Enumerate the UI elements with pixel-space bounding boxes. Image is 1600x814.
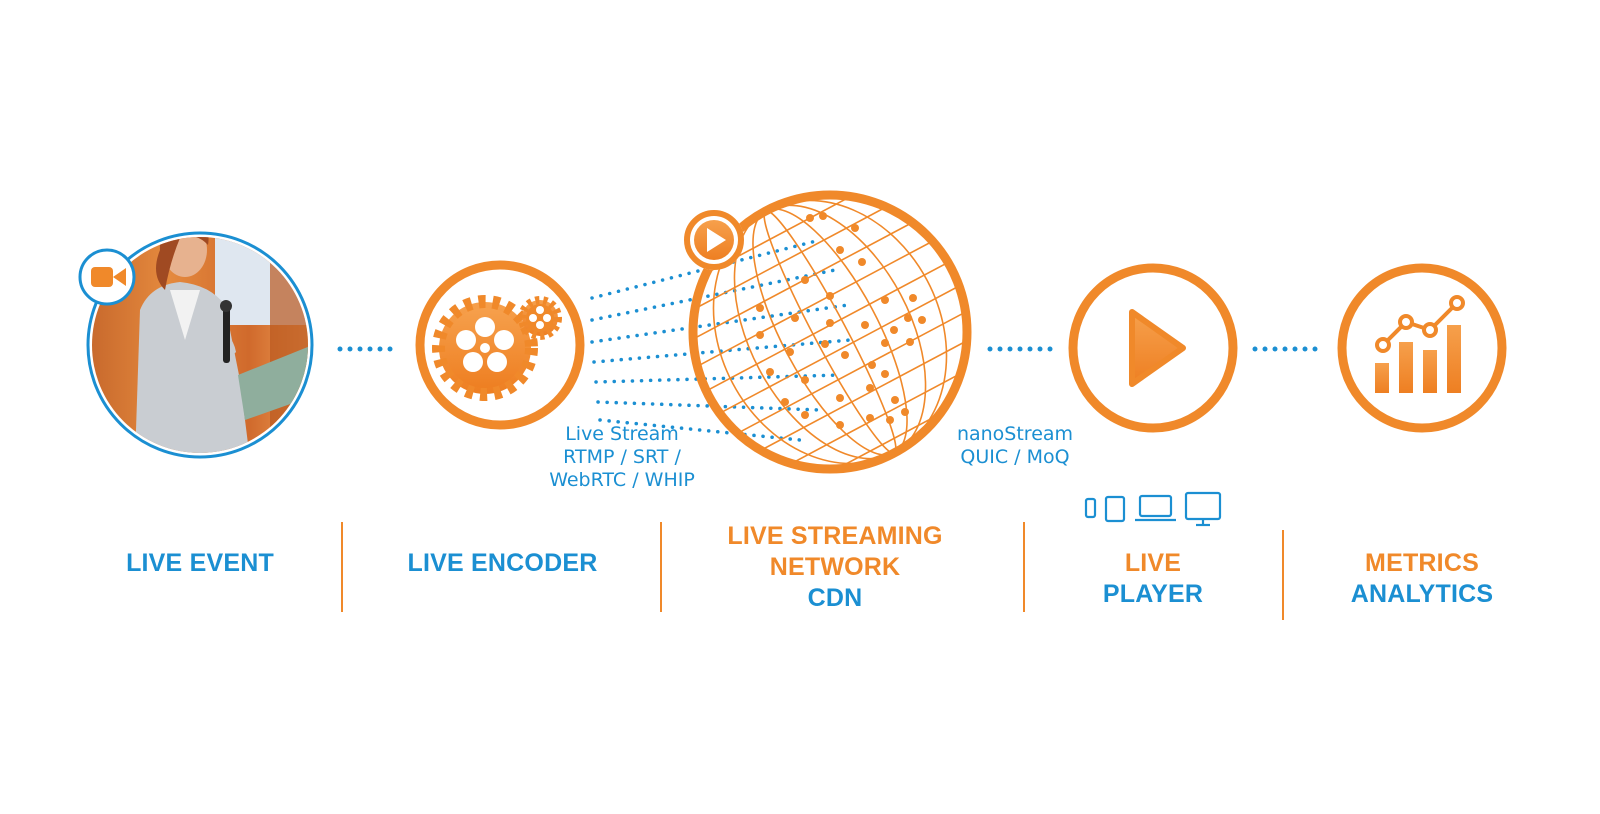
divider [1282,530,1284,620]
device-icons [1084,491,1222,527]
cdn-play-badge-icon [684,210,744,270]
ingest-protocols: Live Stream RTMP / SRT / WebRTC / WHIP [527,423,717,492]
stage-label-line: LIVE EVENT [126,549,274,577]
divider [660,522,662,612]
stage-label-line: METRICS [1365,549,1479,577]
divider [1023,522,1025,612]
stage-label-line: NETWORK [769,553,901,581]
ingest-protocol-line: WebRTC / WHIP [549,469,695,491]
divider [341,522,343,612]
laptop-icon [1135,494,1176,522]
delivery-protocol-line: nanoStream [956,423,1074,445]
video-camera-icon [78,248,136,306]
globe-icon [688,190,972,474]
play-icon [1068,263,1238,433]
phone-icon [1084,497,1097,519]
connector-player-metrics [1252,346,1318,352]
stage-label-line: CDN [807,584,863,612]
stage-label-line: LIVE [1124,549,1182,577]
stage-label-live-encoder: LIVE ENCODER [385,548,620,579]
stage-label-line: ANALYTICS [1350,580,1494,608]
bar-chart-icon [1337,263,1507,433]
stage-label-metrics: METRICS ANALYTICS [1322,548,1522,610]
tablet-icon [1104,495,1126,523]
stage-label-live-player: LIVE PLAYER [1063,548,1243,610]
delivery-protocol-line: QUIC / MoQ [960,446,1070,468]
stage-label-live-event: LIVE EVENT [95,548,305,579]
delivery-protocols: nanoStream QUIC / MoQ [935,423,1095,469]
connector-player-delivery [987,346,1053,352]
stage-label-line: LIVE ENCODER [407,549,598,577]
connector-event-encoder [337,346,393,352]
gears-icon [415,260,585,430]
monitor-icon [1184,491,1222,527]
ingest-protocol-line: RTMP / SRT / [563,446,681,468]
stage-label-line: LIVE STREAMING [727,522,943,550]
live-event-photo [86,231,314,459]
stage-label-cdn: LIVE STREAMING NETWORK CDN [695,521,975,614]
ingest-protocol-line: Live Stream [565,423,679,445]
stage-label-line: PLAYER [1102,580,1204,608]
